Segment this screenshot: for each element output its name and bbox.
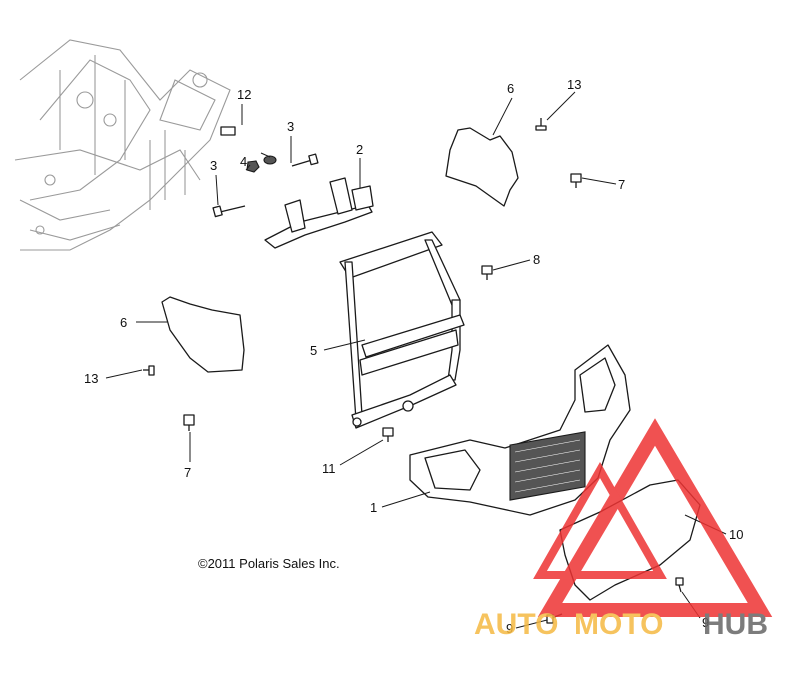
side-cover-6-lower [161,296,245,373]
callout-10: 10 [729,527,743,542]
callout-3-upper: 3 [287,119,294,134]
callout-6-upper: 6 [507,81,514,96]
leader-lines [105,91,727,629]
bolt-3-upper [291,153,319,167]
watermark-text-moto: MOTO [574,608,663,641]
watermark-text-hub: HUB [703,608,768,641]
callout-5: 5 [310,343,317,358]
screw-13-lower [143,365,155,376]
screw-13-upper [535,118,547,131]
callout-13-lower: 13 [84,371,98,386]
callout-8: 8 [533,252,540,267]
callout-9-left: 9 [506,621,513,636]
callout-12: 12 [237,87,251,102]
watermark-logo: AUTO MOTO HUB [474,418,773,641]
clip-8 [481,265,493,280]
callout-9-right: 9 [702,615,709,630]
clip-7-upper [570,173,582,188]
watermark-triangle-icon [533,418,773,617]
callout-13-upper: 13 [567,77,581,92]
watermark-text-auto: AUTO [474,608,558,641]
bumper-assembly-1 [409,344,631,516]
callout-11: 11 [322,461,336,476]
callout-3-lower: 3 [210,158,217,173]
callout-7-lower: 7 [184,465,191,480]
clip-11 [382,427,394,442]
callout-2: 2 [356,142,363,157]
callout-6-lower: 6 [120,315,127,330]
bolt-3-lower [212,205,246,218]
part-spacer-12 [220,126,236,136]
clip-7-lower [183,414,195,431]
mounting-bracket-2 [264,177,374,249]
callout-4: 4 [240,154,247,169]
callout-7-upper: 7 [618,177,625,192]
callout-1: 1 [370,500,377,515]
bumper-frame-5 [339,231,465,429]
side-cover-6-upper [445,127,519,207]
nut-4-upper [263,155,277,165]
screw-9-right [675,577,684,593]
copyright-text: ©2011 Polaris Sales Inc. [198,556,340,571]
grille-mesh [514,439,581,493]
vehicle-frame [14,39,231,251]
